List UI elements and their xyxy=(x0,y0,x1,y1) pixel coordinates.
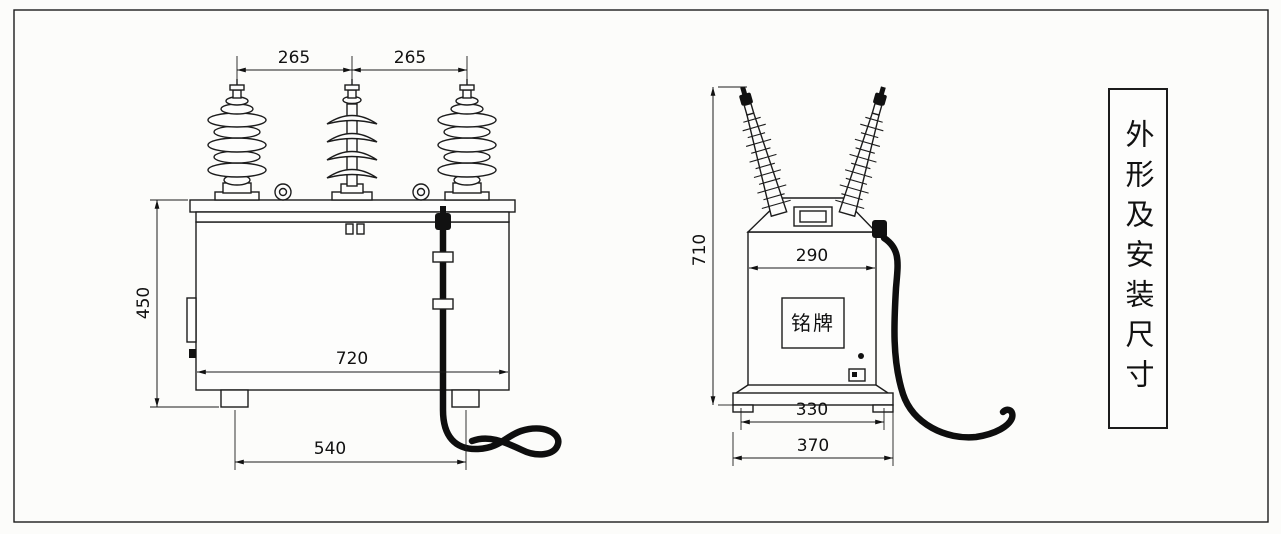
side-notch xyxy=(189,349,196,358)
side-cable xyxy=(872,220,1016,441)
front-dim-height: 450 xyxy=(134,199,219,408)
dim-720: 720 xyxy=(336,349,368,369)
front-bushing-middle xyxy=(326,78,378,201)
dim-370: 370 xyxy=(797,436,829,456)
side-base xyxy=(732,392,894,406)
front-top-plate-lower xyxy=(195,211,510,223)
drain-dot xyxy=(858,353,864,359)
dim-540: 540 xyxy=(314,439,346,459)
front-foot-left xyxy=(220,389,249,408)
front-view: 265 265 xyxy=(134,48,562,470)
front-dim-spacing: 265 265 xyxy=(236,48,468,90)
front-bushing-right xyxy=(437,78,497,201)
side-dim-top-width: 290 xyxy=(749,246,875,271)
side-foot-right xyxy=(872,404,894,413)
front-tank-body xyxy=(195,221,510,391)
dim-450: 450 xyxy=(134,287,154,319)
front-top-plate xyxy=(189,199,516,213)
dim-330: 330 xyxy=(796,400,828,420)
sheet-border xyxy=(13,9,1269,523)
front-bushing-left xyxy=(207,78,267,201)
bolt xyxy=(356,223,365,235)
side-dim-height: 710 xyxy=(690,86,747,406)
side-plate xyxy=(186,297,197,343)
title-text: 外形及安装尺寸 xyxy=(1121,118,1155,399)
cable-clamp xyxy=(432,251,454,263)
dim-710: 710 xyxy=(690,234,710,266)
side-view: 铭牌 710 290 xyxy=(690,82,1016,466)
side-tank: 铭牌 xyxy=(732,197,894,413)
dim-290: 290 xyxy=(796,246,828,266)
title-panel: 外形及安装尺寸 xyxy=(1108,88,1168,429)
side-foot-left xyxy=(732,404,754,413)
front-foot-right xyxy=(451,389,480,408)
dim-265-left: 265 xyxy=(278,48,310,68)
side-dim-base-outer: 370 xyxy=(732,408,894,466)
nameplate-frame xyxy=(781,297,845,349)
dim-265-right: 265 xyxy=(394,48,426,68)
side-dim-base-inner: 330 xyxy=(740,400,885,430)
cable-connector xyxy=(872,220,887,238)
front-tank xyxy=(186,183,516,408)
front-dim-foot-span: 540 xyxy=(234,410,467,470)
cable-connector xyxy=(435,213,451,230)
cable-clamp xyxy=(432,298,454,310)
front-cable xyxy=(432,206,562,458)
front-dim-width: 720 xyxy=(197,349,509,375)
nameplate-label: 铭牌 xyxy=(791,311,835,335)
bolt xyxy=(345,223,354,235)
